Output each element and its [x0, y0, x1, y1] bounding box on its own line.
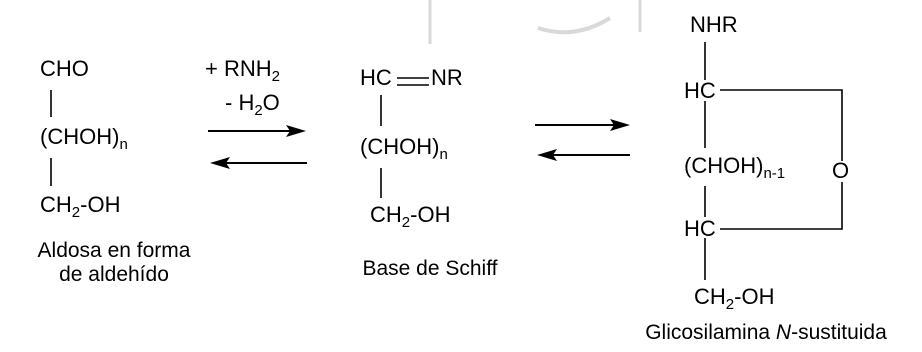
- ring-bond-upper: [720, 89, 843, 161]
- reagent-add: + RNH2: [205, 56, 280, 85]
- schiff-caption: Base de Schiff: [362, 257, 498, 280]
- schiff-hc: HC: [360, 65, 392, 90]
- watermark-fragment: [428, 0, 642, 44]
- aldose-caption: Aldosa en forma de aldehído: [37, 239, 191, 286]
- aldose-cho: CHO: [40, 56, 89, 81]
- schiff-nr: NR: [431, 65, 463, 90]
- glycosylamine-caption: Glicosilamina N-sustituida: [645, 321, 887, 344]
- glycosylamine-hc-bottom: HC: [684, 216, 716, 241]
- glycosylamine-nhr: NHR: [690, 12, 738, 37]
- glycosylamine-ring-o: O: [832, 158, 850, 183]
- aldose-end: CH2-OH: [40, 192, 121, 221]
- aldose-chain: (CHOH)n: [40, 124, 128, 153]
- reagent-remove: - H2O: [225, 90, 280, 119]
- glycosylamine-chain: (CHOH)n-1: [684, 153, 786, 182]
- glycosylamine-end: CH2-OH: [694, 284, 775, 313]
- schiff-end: CH2-OH: [370, 202, 451, 231]
- ring-bond-lower: [720, 182, 843, 230]
- equilibrium-arrows-2: [535, 119, 630, 161]
- glycosylamine-hc-top: HC: [684, 78, 716, 103]
- equilibrium-arrows-1: [208, 125, 307, 169]
- schiff-chain: (CHOH)n: [360, 134, 448, 163]
